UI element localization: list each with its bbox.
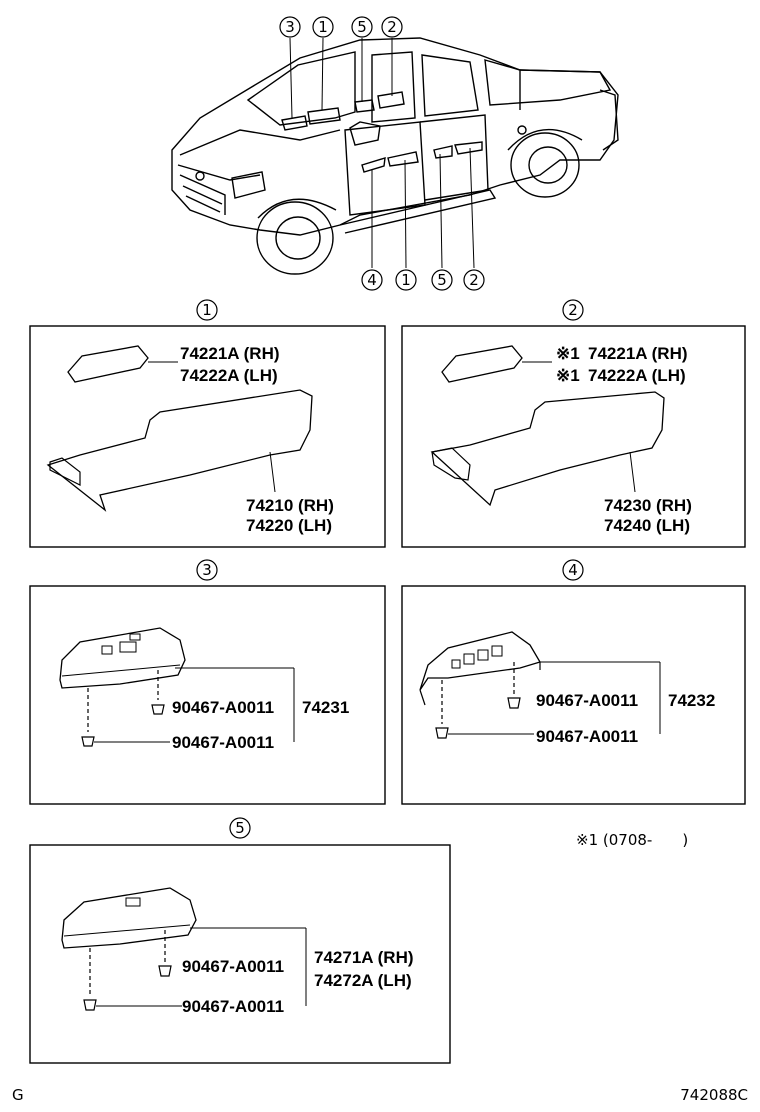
panel-1-cap-lh: 74222A (LH) [180, 366, 278, 385]
panel-5: 5 90467-A0011 74271A (RH) 74272A (LH) 90… [29, 817, 451, 1064]
panel-1: 1 74221A (RH) 74222A (LH) 74210 (RH) 742… [29, 299, 386, 548]
panel-5-number: 5 [235, 819, 245, 837]
callout-2: 2 [387, 18, 397, 36]
panel-4-number: 4 [568, 561, 578, 579]
panel-2-cap-mark-rh: ※1 [556, 344, 580, 363]
panel-2-cap-mark-lh: ※1 [556, 366, 580, 385]
panel-4-part: 74232 [668, 691, 715, 710]
panel-4: 4 90467-A0011 74232 90467-A0011 [401, 559, 746, 805]
truck-callouts-bottom: 4 1 5 2 [361, 269, 485, 291]
panel-3-part: 74231 [302, 698, 349, 717]
panel-3-clip-b: 90467-A0011 [172, 733, 274, 752]
panel-1-number: 1 [202, 301, 212, 319]
callout-5: 5 [437, 271, 447, 289]
panel-2-number: 2 [568, 301, 578, 319]
panel-3-clip-a: 90467-A0011 [172, 698, 274, 717]
panel-2: 2 ※1 74221A (RH) ※1 74222A (LH) 74230 (R… [401, 299, 746, 548]
panel-3: 3 90467-A0011 74231 90467-A0011 [29, 559, 386, 805]
panel-1-arm-rh: 74210 (RH) [246, 496, 334, 515]
panel-4-clip-a: 90467-A0011 [536, 691, 638, 710]
truck-leaders [289, 37, 475, 269]
truck-callouts-top: 3 1 5 2 [279, 16, 403, 38]
callout-4: 4 [367, 271, 377, 289]
panel-4-clip-b: 90467-A0011 [536, 727, 638, 746]
callout-2: 2 [469, 271, 479, 289]
panel-5-clip-a: 90467-A0011 [182, 957, 284, 976]
truck-illustration [171, 37, 619, 275]
panel-2-arm-rh: 74230 (RH) [604, 496, 692, 515]
panel-5-part-lh: 74272A (LH) [314, 971, 412, 990]
panel-1-arm-lh: 74220 (LH) [246, 516, 332, 535]
panel-5-part-rh: 74271A (RH) [314, 948, 414, 967]
callout-5: 5 [357, 18, 367, 36]
panel-5-clip-b: 90467-A0011 [182, 997, 284, 1016]
panel-2-cap-rh: 74221A (RH) [588, 344, 688, 363]
applicability-note: ※1 (0708- ) [576, 831, 688, 849]
illustration-code: 742088C [680, 1086, 748, 1104]
callout-1: 1 [401, 271, 411, 289]
callout-3: 3 [285, 18, 295, 36]
panel-3-number: 3 [202, 561, 212, 579]
panel-2-arm-lh: 74240 (LH) [604, 516, 690, 535]
callout-1: 1 [318, 18, 328, 36]
panel-1-cap-rh: 74221A (RH) [180, 344, 280, 363]
footer-left-code: G [12, 1086, 24, 1104]
panel-2-cap-lh: 74222A (LH) [588, 366, 686, 385]
